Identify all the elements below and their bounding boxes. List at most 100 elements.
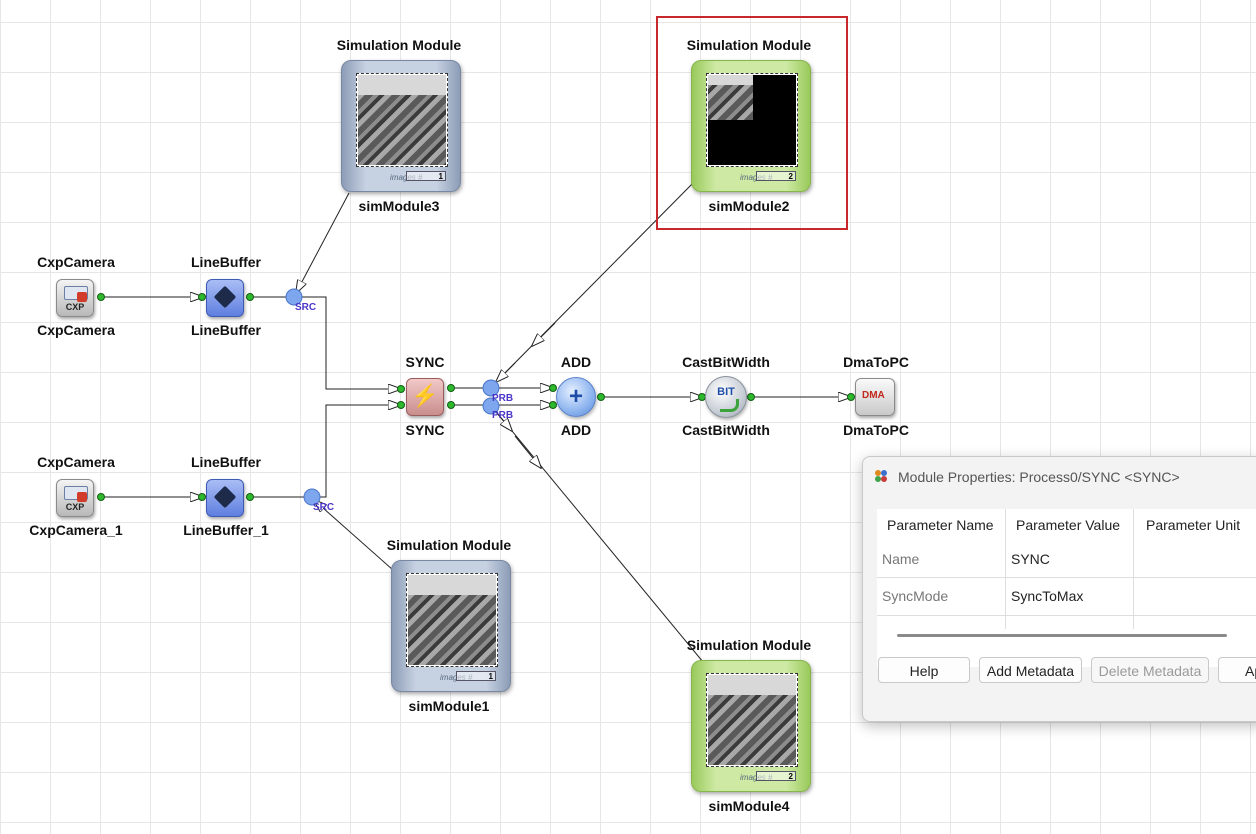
sync-type-label: SYNC xyxy=(405,354,445,370)
plus-icon: + xyxy=(568,383,583,410)
images-count[interactable]: 2 xyxy=(756,171,796,181)
column-header-unit[interactable]: Parameter Unit xyxy=(1146,517,1241,533)
dma-icon-text: DMA xyxy=(862,390,885,401)
cast-type-label: CastBitWidth xyxy=(682,354,770,370)
image-preview xyxy=(356,73,448,167)
help-button[interactable]: Help xyxy=(878,657,970,683)
sim2-type-label: Simulation Module xyxy=(686,37,812,53)
column-header-value[interactable]: Parameter Value xyxy=(1016,517,1121,533)
parameter-table: Parameter Name Parameter Value Parameter… xyxy=(877,509,1256,667)
prb-label-2: PRB xyxy=(492,410,513,421)
cxp-camera-icon[interactable]: CXP xyxy=(56,479,94,517)
port-dma-in xyxy=(847,393,855,401)
simulation-module-4[interactable]: images # 2 xyxy=(691,660,811,792)
simulation-module-2[interactable]: images # 2 xyxy=(691,60,811,192)
add-type-label: ADD xyxy=(560,354,592,370)
port-lb1-in xyxy=(198,293,206,301)
cam1-type-label: CxpCamera xyxy=(37,254,115,270)
sim1-name: simModule1 xyxy=(408,698,490,714)
prb-label-1: PRB xyxy=(492,393,513,404)
image-thumbnail xyxy=(708,675,796,765)
images-count[interactable]: 1 xyxy=(456,671,496,681)
add-metadata-button[interactable]: Add Metadata xyxy=(979,657,1082,683)
wire-src2-sync xyxy=(312,405,401,498)
add-icon[interactable]: + xyxy=(556,377,596,417)
src-label-1: SRC xyxy=(295,302,316,313)
param-value-cell[interactable]: SyncToMax xyxy=(1011,588,1084,604)
cxp-camera-icon[interactable]: CXP xyxy=(56,279,94,317)
port-add-in1 xyxy=(549,384,557,392)
param-name-cell[interactable]: Name xyxy=(882,551,920,567)
prb-junction-1 xyxy=(482,379,500,397)
chip-icon xyxy=(213,285,237,309)
bolt-icon: ⚡ xyxy=(411,383,439,408)
images-count[interactable]: 2 xyxy=(756,771,796,781)
port-sync-in1 xyxy=(397,385,405,393)
port-sync-out2 xyxy=(447,401,455,409)
wire-prb1-sim2 xyxy=(492,175,701,386)
dma-to-pc-icon[interactable]: DMA xyxy=(855,378,895,416)
port-lb2-out xyxy=(246,493,254,501)
port-lb2-in xyxy=(198,493,206,501)
horizontal-scrollbar[interactable] xyxy=(897,634,1227,637)
sim4-name: simModule4 xyxy=(708,798,790,814)
row-divider xyxy=(877,577,1256,578)
src-junction-1 xyxy=(285,288,303,306)
images-count[interactable]: 1 xyxy=(406,171,446,181)
arrow-icon xyxy=(720,399,739,412)
wire-src1-sync xyxy=(294,296,401,389)
param-name-cell[interactable]: SyncMode xyxy=(882,588,949,604)
column-divider xyxy=(1005,509,1006,629)
dialog-title: Module Properties: Process0/SYNC <SYNC> xyxy=(898,469,1180,485)
param-value-cell[interactable]: SYNC xyxy=(1011,551,1050,567)
lb1-type-label: LineBuffer xyxy=(191,254,261,270)
module-properties-dialog: Module Properties: Process0/SYNC <SYNC> … xyxy=(862,456,1256,722)
port-sync-in2 xyxy=(397,401,405,409)
column-header-name[interactable]: Parameter Name xyxy=(887,517,994,533)
sim3-type-label: Simulation Module xyxy=(336,37,462,53)
line-buffer-icon[interactable] xyxy=(206,279,244,317)
image-preview xyxy=(706,73,798,167)
sync-name: SYNC xyxy=(405,422,445,438)
port-add-out xyxy=(597,393,605,401)
wire-sim3-src1 xyxy=(296,192,350,293)
simulation-module-1[interactable]: images # 1 xyxy=(391,560,511,692)
image-thumbnail xyxy=(408,575,496,665)
lb1-name: LineBuffer xyxy=(191,322,261,338)
cam1-name: CxpCamera xyxy=(37,322,115,338)
sync-icon[interactable]: ⚡ xyxy=(406,378,444,416)
port-lb1-out xyxy=(246,293,254,301)
image-preview xyxy=(706,673,798,767)
lb2-type-label: LineBuffer xyxy=(191,454,261,470)
image-thumbnail xyxy=(358,75,446,165)
lb2-name: LineBuffer_1 xyxy=(183,522,269,538)
cam2-type-label: CxpCamera xyxy=(37,454,115,470)
chip-icon xyxy=(213,485,237,509)
cam2-name: CxpCamera_1 xyxy=(29,522,123,538)
port-cam2-out xyxy=(97,493,105,501)
cast-bit-width-icon[interactable]: BIT xyxy=(705,376,747,418)
port-add-in2 xyxy=(549,401,557,409)
port-sync-out1 xyxy=(447,384,455,392)
add-name: ADD xyxy=(560,422,592,438)
wire-sim1-src2 xyxy=(314,500,394,571)
port-cam1-out xyxy=(97,293,105,301)
column-divider xyxy=(1133,509,1134,629)
cxp-icon-text: CXP xyxy=(65,502,85,512)
port-cast-out xyxy=(747,393,755,401)
sim1-type-label: Simulation Module xyxy=(386,537,512,553)
app-logo-icon xyxy=(875,470,887,482)
sim4-type-label: Simulation Module xyxy=(686,637,812,653)
line-buffer-icon[interactable] xyxy=(206,479,244,517)
apply-button[interactable]: Ap xyxy=(1218,657,1256,683)
simulation-module-3[interactable]: images # 1 xyxy=(341,60,461,192)
sim3-name: simModule3 xyxy=(358,198,440,214)
dma-type-label: DmaToPC xyxy=(843,354,909,370)
bit-icon-text: BIT xyxy=(717,386,735,398)
dma-name: DmaToPC xyxy=(843,422,909,438)
src-label-2: SRC xyxy=(313,502,334,513)
plug-icon xyxy=(77,492,87,502)
delete-metadata-button[interactable]: Delete Metadata xyxy=(1091,657,1209,683)
row-divider xyxy=(877,615,1256,616)
